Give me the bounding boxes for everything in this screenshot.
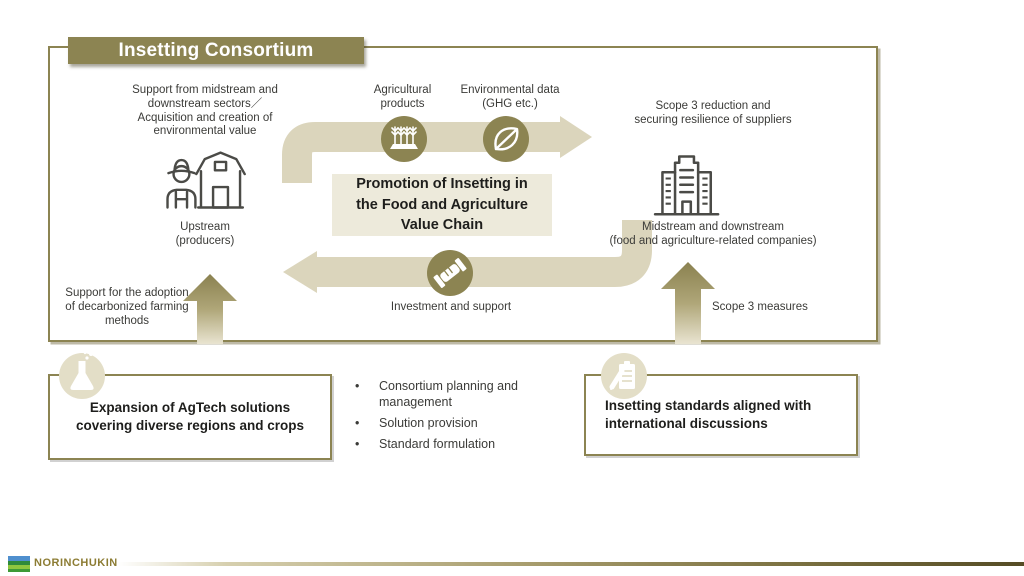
norinchukin-logo (8, 556, 30, 572)
list-item: • Solution provision (355, 415, 575, 431)
list-item-text: Standard formulation (379, 437, 496, 451)
promotion-text: Promotion of Insetting in the Food and A… (356, 176, 528, 234)
list-item: • Standard formulation (355, 436, 575, 452)
agtech-solutions-box: Expansion of AgTech solutions covering d… (48, 374, 332, 460)
slide-title: Insetting Consortium (118, 39, 314, 61)
consortium-role-list: • Consortium planning and management • Sol… (355, 378, 575, 457)
footer-divider (118, 562, 1024, 566)
bullet-icon: • (355, 437, 360, 451)
list-item-text: Consortium planning and management (379, 379, 518, 409)
decarbonized-support-label: Support for the adoption of decarbonized… (65, 287, 189, 327)
slide-title-bar: Insetting Consortium (68, 37, 364, 64)
scope3-reduction-label: Scope 3 reduction and securing resilienc… (634, 100, 792, 126)
insetting-standards-text: Insetting standards aligned with interna… (605, 398, 812, 431)
brand-name: NORINCHUKIN (34, 557, 118, 569)
upstream-support-text: Support from midstream and downstream se… (132, 84, 278, 138)
investment-support-label: Investment and support (390, 301, 512, 313)
consortium-frame (48, 46, 878, 342)
midstream-label: Midstream and downstream (food and agric… (609, 221, 817, 247)
agtech-solutions-text: Expansion of AgTech solutions covering d… (75, 400, 305, 433)
scope3-measures-label: Scope 3 measures (712, 301, 808, 313)
list-item: • Consortium planning and management (355, 378, 575, 410)
list-item-text: Solution provision (379, 416, 478, 430)
environmental-data-label: Environmental data (GHG etc.) (460, 84, 560, 110)
upstream-label: Upstream (producers) (175, 221, 235, 247)
promotion-highlight-box: Promotion of Insetting in the Food and A… (332, 174, 552, 236)
bullet-icon: • (355, 416, 360, 430)
insetting-standards-box: Insetting standards aligned with interna… (584, 374, 858, 456)
bullet-icon: • (355, 379, 360, 393)
agricultural-products-label: Agricultural products (373, 84, 432, 110)
